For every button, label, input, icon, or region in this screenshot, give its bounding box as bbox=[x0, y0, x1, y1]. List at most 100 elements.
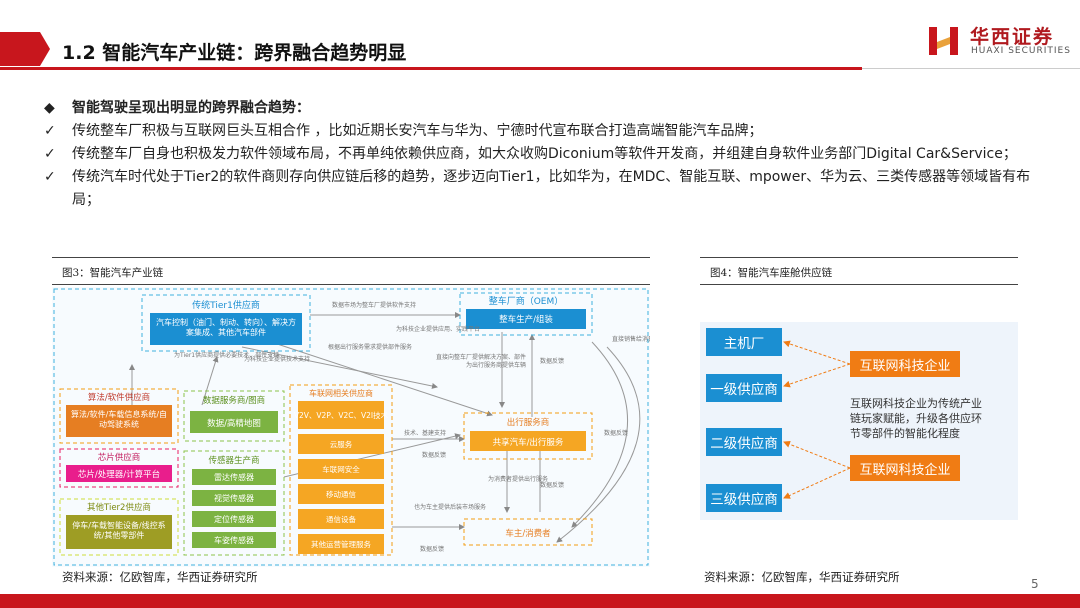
bullet-item-text: 传统整车厂积极与互联网巨头互相合作 ，比如近期长安汽车与华为、宁德时代宣布联合打… bbox=[72, 123, 763, 139]
annotation-label: 为Tier1供应商提供必要技术、部件支持 bbox=[174, 351, 279, 359]
iov-item-label: 车联网安全 bbox=[322, 464, 360, 474]
logo-name-cn: 华西证券 bbox=[970, 26, 1055, 48]
other-content: 停车/车载智能设备/线控系统/其他零部件 bbox=[72, 521, 166, 540]
sensor-item-box bbox=[192, 490, 276, 506]
figure4-source: 资料来源：亿欧智库，华西证券研究所 bbox=[704, 570, 900, 584]
figure4-title-rule bbox=[700, 284, 1018, 285]
check-icon: ✓ bbox=[44, 169, 56, 185]
header-divider bbox=[862, 68, 1080, 69]
industry-chain-diagram: 传统Tier1供应商 汽车控制（油门、制动、转向）、解决方案集成、其他汽车部件 … bbox=[52, 287, 650, 567]
page-number: 5 bbox=[1031, 577, 1039, 591]
chain-node-tier2: 二级供应商 bbox=[706, 428, 782, 456]
footer-bar bbox=[0, 594, 1080, 608]
annotation-label: 根据出行服务需求提供部件服务 bbox=[328, 343, 412, 351]
bullet-heading-text: 智能驾驶呈现出明显的跨界融合趋势： bbox=[72, 100, 310, 116]
bullet-item-text: 传统整车厂自身也积极发力软件领域布局，不再单纯依赖供应商，如大众收购Diconi… bbox=[72, 146, 1017, 162]
iov-title: 车联网相关供应商 bbox=[309, 388, 373, 398]
sensor-item-label: 雷达传感器 bbox=[214, 472, 254, 482]
algo-title: 算法/软件供应商 bbox=[88, 392, 150, 403]
title-accent-tab bbox=[0, 32, 50, 66]
data-title: 数据服务商/图商 bbox=[203, 395, 265, 406]
data-frame bbox=[183, 390, 285, 442]
algo-content: 算法/软件/车载信息系统/自动驾驶系统 bbox=[70, 410, 168, 429]
bullet-item: ✓ 传统整车厂自身也积极发力软件领域布局，不再单纯依赖供应商，如大众收购Dico… bbox=[44, 143, 1044, 166]
tier1-title: 传统Tier1供应商 bbox=[192, 299, 260, 311]
sensor-item-label: 视觉传感器 bbox=[214, 493, 254, 503]
chip-title: 芯片供应商 bbox=[98, 452, 141, 463]
bullet-heading: ◆ 智能驾驶呈现出明显的跨界融合趋势： bbox=[44, 97, 1044, 120]
diamond-bullet-icon: ◆ bbox=[44, 100, 55, 116]
iov-item-label: V2V、V2P、V2C、V2I技术 bbox=[294, 410, 389, 420]
algo-box bbox=[66, 405, 172, 437]
other-title: 其他Tier2供应商 bbox=[87, 502, 151, 513]
annotation-label: 直接向整车厂提供解决方案、部件 bbox=[436, 353, 526, 361]
annotation-label: 数据反馈 bbox=[540, 481, 564, 489]
iov-item-label: 通信设备 bbox=[326, 514, 356, 524]
sensor-item-box bbox=[192, 511, 276, 527]
other-box bbox=[66, 515, 172, 549]
iov-item-label: 云服务 bbox=[330, 439, 353, 449]
iov-item-box bbox=[298, 509, 384, 529]
check-icon: ✓ bbox=[44, 123, 56, 139]
oem-content: 整车生产/组装 bbox=[499, 314, 553, 325]
chip-content: 芯片/处理器/计算平台 bbox=[78, 469, 160, 480]
tier1-box bbox=[150, 313, 302, 345]
annotation-label: 也为车主提供后装市场服务 bbox=[414, 503, 486, 511]
annotation-label: 为科技企业提供应用、实践平台 bbox=[396, 325, 480, 333]
figure3-source: 资料来源：亿欧智库，华西证券研究所 bbox=[62, 570, 258, 584]
mobility-box bbox=[470, 431, 586, 451]
annotation-label: 为消费者提供出行服务 bbox=[488, 475, 548, 483]
mobility-frame bbox=[463, 412, 593, 460]
sensor-title: 传感器生产商 bbox=[208, 455, 259, 466]
annotation-label: 数据反馈 bbox=[604, 429, 628, 437]
oem-frame bbox=[459, 292, 593, 336]
other-frame bbox=[59, 498, 179, 556]
bullet-item: ✓ 传统汽车时代处于Tier2的软件商则存向供应链后移的趋势，逐步迈向Tier1… bbox=[44, 166, 1044, 212]
iov-item-label: 其他运营管理服务 bbox=[311, 539, 371, 549]
tier1-frame bbox=[141, 294, 311, 352]
consumer-title: 车主/消费者 bbox=[505, 528, 551, 539]
annotation-label: 技术、基建支持 bbox=[404, 429, 446, 437]
annotation-label: 数据反馈 bbox=[540, 357, 564, 365]
oem-title: 整车厂商（OEM） bbox=[489, 295, 564, 307]
title-underline bbox=[0, 67, 862, 70]
mobility-title: 出行服务商 bbox=[507, 417, 550, 428]
annotation-label: 数据反馈 bbox=[422, 451, 446, 459]
iov-item-box bbox=[298, 434, 384, 454]
data-box bbox=[190, 411, 278, 433]
sensor-item-box bbox=[192, 469, 276, 485]
sensor-item-label: 定位传感器 bbox=[214, 514, 254, 524]
data-content: 数据/高精地图 bbox=[207, 418, 261, 429]
diagram-annotations: 数据市场为整车厂提供软件支持 为科技企业提供应用、实践平台 直接向整车厂提供解决… bbox=[174, 301, 650, 553]
iov-item-box bbox=[298, 459, 384, 479]
annotation-label: 数据反馈 bbox=[420, 545, 444, 553]
annotation-label: 为科技企业提供技术支持 bbox=[244, 355, 310, 363]
tech-company-box-top: 互联网科技企业 bbox=[850, 351, 960, 377]
iov-item-box bbox=[298, 484, 384, 504]
annotation-label: 数据市场为整车厂提供软件支持 bbox=[332, 301, 416, 309]
mobility-content: 共享汽车/出行服务 bbox=[493, 437, 564, 448]
figure3-title-rule bbox=[52, 284, 650, 285]
bullet-item-text: 传统汽车时代处于Tier2的软件商则存向供应链后移的趋势，逐步迈向Tier1，比… bbox=[72, 169, 1031, 208]
tier1-content: 汽车控制（油门、制动、转向）、解决方案集成、其他汽车部件 bbox=[156, 318, 296, 337]
tech-company-description: 互联网科技企业为传统产业链玩家赋能，升级各供应环节零部件的智能化程度 bbox=[850, 397, 982, 440]
annotation-label: 直接销售给消费者 bbox=[612, 335, 650, 343]
chain-node-tier3: 三级供应商 bbox=[706, 484, 782, 512]
slide-title: 1.2 智能汽车产业链：跨界融合趋势明显 bbox=[62, 42, 407, 64]
annotation-label: 为出行服务商提供车辆 bbox=[466, 361, 526, 369]
check-icon: ✓ bbox=[44, 146, 56, 162]
figure3-title: 图3：智能汽车产业链 bbox=[62, 267, 164, 279]
oem-box bbox=[466, 309, 586, 329]
chain-node-oem: 主机厂 bbox=[706, 328, 782, 356]
figure4-title: 图4：智能汽车座舱供应链 bbox=[710, 267, 833, 279]
figure4-top-rule bbox=[700, 257, 1018, 258]
figure3-top-rule bbox=[52, 257, 650, 258]
diagram-outer-frame bbox=[53, 288, 649, 566]
chip-frame bbox=[59, 448, 179, 488]
bullet-list: ◆ 智能驾驶呈现出明显的跨界融合趋势： ✓ 传统整车厂积极与互联网巨头互相合作 … bbox=[44, 97, 1044, 212]
iov-frame bbox=[289, 384, 393, 556]
cockpit-supply-chain-diagram: 主机厂 一级供应商 二级供应商 三级供应商 互联网科技企业 互联网科技企业 互联… bbox=[700, 322, 1018, 520]
sensor-item-label: 车姿传感器 bbox=[214, 535, 254, 545]
consumer-frame bbox=[463, 518, 593, 546]
